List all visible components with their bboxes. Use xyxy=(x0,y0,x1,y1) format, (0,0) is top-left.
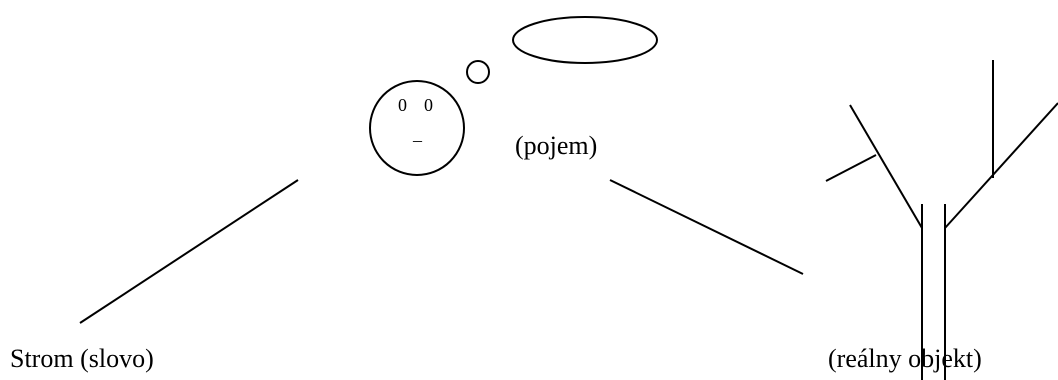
left-eye: 0 xyxy=(398,95,407,115)
tree-branch-left xyxy=(849,104,923,229)
line-word-to-concept xyxy=(79,179,299,324)
tree-branch-right xyxy=(944,102,1058,229)
head-circle xyxy=(369,80,465,176)
mouth: – xyxy=(412,130,423,150)
word-label: Strom (slovo) xyxy=(10,344,154,373)
concept-label: (pojem) xyxy=(515,131,598,160)
tree-drawing xyxy=(825,60,1058,380)
object-label: (reálny objekt) xyxy=(828,344,982,373)
thought-bubble xyxy=(512,16,658,64)
thought-bubble-small xyxy=(466,60,490,84)
line-concept-to-object xyxy=(609,179,804,275)
tree-twig-left xyxy=(825,154,877,182)
right-eye: 0 xyxy=(424,95,433,115)
